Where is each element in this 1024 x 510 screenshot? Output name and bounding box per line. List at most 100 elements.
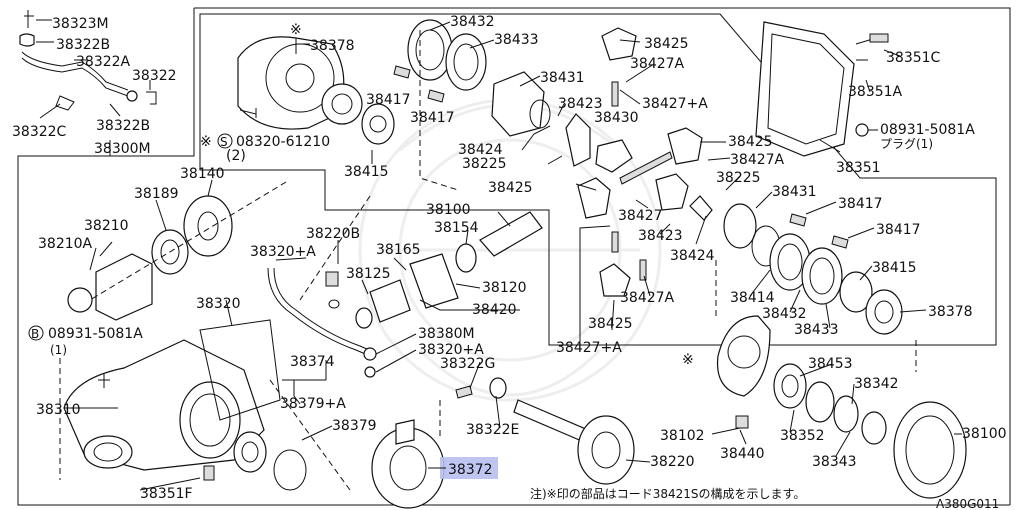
footnote: 注)※印の部品はコード38421Sの構成を示します。 bbox=[530, 486, 805, 501]
label-38425-d: 38425 bbox=[588, 316, 633, 332]
part-labels: 38323M 38322B 38322A 38322 38322C 38322B… bbox=[12, 14, 1007, 502]
label-38225-b: 38225 bbox=[716, 170, 761, 186]
label-38322G: 38322G bbox=[440, 356, 495, 372]
circle-s-letter: S bbox=[220, 135, 228, 149]
label-38351: 38351 bbox=[836, 160, 881, 176]
label-38322A: 38322A bbox=[76, 54, 131, 70]
circle-s-mark bbox=[217, 133, 233, 149]
label-38343: 38343 bbox=[812, 454, 857, 470]
label-38433-top: 38433 bbox=[494, 32, 539, 48]
label-38432-b: 38432 bbox=[762, 306, 807, 322]
label-38320pA-a: 38320+A bbox=[250, 244, 316, 260]
label-38425-c: 38425 bbox=[488, 180, 533, 196]
ring-gear-lower bbox=[735, 363, 967, 499]
asterisk-lower: ※ bbox=[682, 352, 694, 368]
label-38320: 38320 bbox=[196, 296, 241, 312]
label-38125: 38125 bbox=[346, 266, 391, 282]
label-38425-b: 38425 bbox=[728, 134, 773, 150]
label-38424-b: 38424 bbox=[670, 248, 715, 264]
label-38417-c: 38417 bbox=[838, 196, 883, 212]
diff-case-top bbox=[237, 36, 395, 145]
label-38414: 38414 bbox=[730, 290, 775, 306]
label-38351A: 38351A bbox=[848, 84, 903, 100]
cover-top-right bbox=[755, 21, 889, 157]
label-38433-b: 38433 bbox=[794, 322, 839, 338]
label-38417-d: 38417 bbox=[876, 222, 921, 238]
label-38372: 38372 bbox=[448, 462, 493, 478]
label-38120: 38120 bbox=[482, 280, 527, 296]
label-38427A-a: 38427A bbox=[630, 56, 685, 72]
label-38379: 38379 bbox=[332, 418, 377, 434]
diff-case-lower bbox=[716, 315, 771, 397]
label-38431-top: 38431 bbox=[540, 70, 585, 86]
label-38322: 38322 bbox=[132, 68, 177, 84]
label-38100-b: 38100 bbox=[962, 426, 1007, 442]
label-38352: 38352 bbox=[780, 428, 825, 444]
asterisk-top: ※ bbox=[290, 22, 302, 38]
label-38431-b: 38431 bbox=[772, 184, 817, 200]
diff-gears-top bbox=[565, 27, 703, 185]
circle-b-mark bbox=[28, 325, 44, 341]
label-08931-top: 08931-5081A bbox=[880, 122, 975, 138]
label-plug: プラグ(1) bbox=[880, 137, 933, 151]
pinion-drive-gear bbox=[299, 195, 543, 329]
label-38210: 38210 bbox=[84, 218, 129, 234]
label-38440: 38440 bbox=[720, 446, 765, 462]
leader-lines bbox=[64, 21, 962, 491]
label-38427A-b: 38427A bbox=[730, 152, 785, 168]
label-38140: 38140 bbox=[180, 166, 225, 182]
label-38425-a: 38425 bbox=[644, 36, 689, 52]
label-38310: 38310 bbox=[36, 402, 81, 418]
label-38423-a: 38423 bbox=[558, 96, 603, 112]
label-08931-bot: 08931-5081A bbox=[48, 326, 143, 342]
circle-b-letter: B bbox=[31, 327, 39, 341]
asterisk-bolt: ※ bbox=[200, 134, 212, 150]
label-38189: 38189 bbox=[134, 186, 179, 202]
label-38415-b: 38415 bbox=[872, 260, 917, 276]
figure-code: A380G011 bbox=[936, 497, 999, 510]
label-38374: 38374 bbox=[290, 354, 335, 370]
label-bot-qty: (1) bbox=[50, 343, 67, 357]
label-38220B: 38220B bbox=[306, 226, 360, 242]
label-38225-a: 38225 bbox=[462, 156, 507, 172]
label-38427: 38427 bbox=[618, 208, 663, 224]
label-38342: 38342 bbox=[854, 376, 899, 392]
label-38322E: 38322E bbox=[466, 422, 519, 438]
label-38430: 38430 bbox=[594, 110, 639, 126]
highlight-38372 bbox=[440, 457, 498, 479]
companion-flange bbox=[67, 181, 287, 321]
label-38417-a: 38417 bbox=[366, 92, 411, 108]
label-38420: 38420 bbox=[472, 302, 517, 318]
side-retainer-lower bbox=[371, 377, 507, 509]
side-bearings-top bbox=[393, 19, 551, 191]
side-shaft bbox=[513, 399, 635, 485]
label-38351C: 38351C bbox=[886, 50, 941, 66]
label-38322B-bot: 38322B bbox=[96, 118, 150, 134]
label-38379pA: 38379+A bbox=[280, 396, 346, 412]
label-38102: 38102 bbox=[660, 428, 705, 444]
label-38323M: 38323M bbox=[52, 16, 109, 32]
breather-hose-group bbox=[19, 10, 157, 156]
label-38417-b: 38417 bbox=[410, 110, 455, 126]
breather-pipe bbox=[267, 267, 377, 378]
label-38415-top: 38415 bbox=[344, 164, 389, 180]
label-bolt-qty: (2) bbox=[226, 148, 246, 164]
label-38424-a: 38424 bbox=[458, 142, 503, 158]
label-38100-a: 38100 bbox=[426, 202, 471, 218]
label-38427pA-a: 38427+A bbox=[642, 96, 708, 112]
label-38427A-c: 38427A bbox=[620, 290, 675, 306]
carrier-housing bbox=[59, 319, 351, 491]
label-38322B-top: 38322B bbox=[56, 37, 110, 53]
label-38432-top: 38432 bbox=[450, 14, 495, 30]
label-38427pA-b: 38427+A bbox=[556, 340, 622, 356]
label-38300M: 38300M bbox=[94, 141, 151, 157]
label-38320pA-b: 38320+A bbox=[418, 342, 484, 358]
label-38154: 38154 bbox=[434, 220, 479, 236]
label-38453: 38453 bbox=[808, 356, 853, 372]
diff-internals-right bbox=[577, 173, 917, 372]
label-38378-top: 38378 bbox=[310, 38, 355, 54]
label-38210A: 38210A bbox=[38, 236, 93, 252]
label-38220: 38220 bbox=[650, 454, 695, 470]
label-38423-b: 38423 bbox=[638, 228, 683, 244]
